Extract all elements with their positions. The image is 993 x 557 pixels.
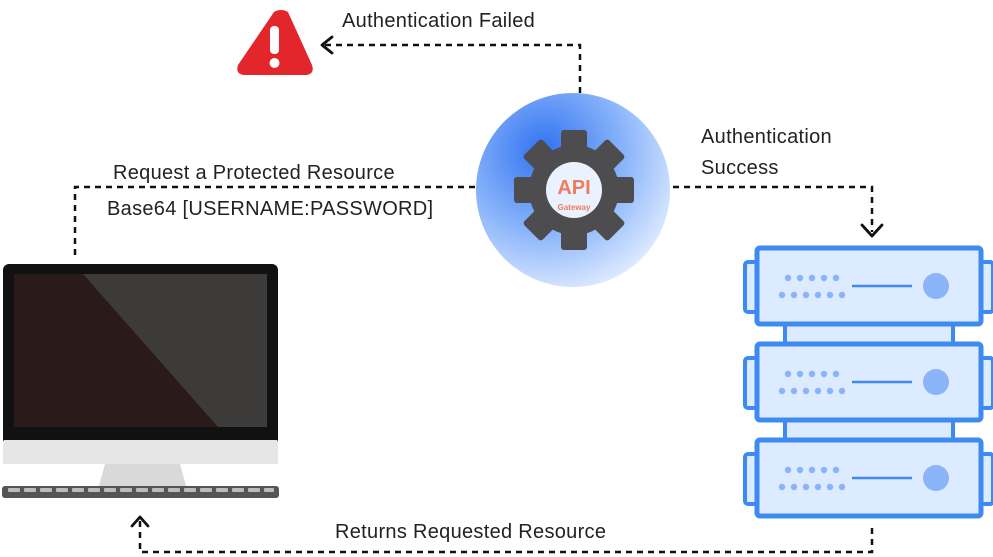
monitor-screen-reflection <box>83 274 267 427</box>
request-label-line2: Base64 [USERNAME:PASSWORD] <box>107 198 434 220</box>
server-rack-icon <box>743 245 993 519</box>
gear-icon <box>514 130 634 250</box>
gateway-title: API <box>557 177 590 199</box>
success-arrowhead <box>860 223 884 238</box>
computer-icon <box>2 264 279 498</box>
monitor-stand <box>99 464 186 486</box>
monitor-chin <box>3 440 278 464</box>
arrowheads <box>130 35 884 528</box>
server-unit-2 <box>743 341 993 423</box>
server-unit-1 <box>743 245 993 327</box>
failed-arrowhead <box>320 35 334 55</box>
auth-success-label-line2: Success <box>701 157 779 179</box>
auth-failed-label: Authentication Failed <box>342 10 536 32</box>
returns-label: Returns Requested Resource <box>335 521 607 543</box>
success-arrow-line <box>640 185 874 232</box>
warning-icon <box>237 10 313 75</box>
returns-arrowhead <box>130 515 150 528</box>
returns-arrow-line <box>138 520 874 554</box>
gateway-subtitle: Gateway <box>558 203 591 212</box>
request-arrow-line <box>73 185 545 255</box>
request-label-line1: Request a Protected Resource <box>113 162 395 184</box>
keyboard-keys <box>8 488 274 492</box>
failed-arrow-line <box>325 43 582 93</box>
auth-success-label-line1: Authentication <box>701 126 832 148</box>
server-unit-3 <box>743 437 993 519</box>
connectors <box>73 43 874 554</box>
